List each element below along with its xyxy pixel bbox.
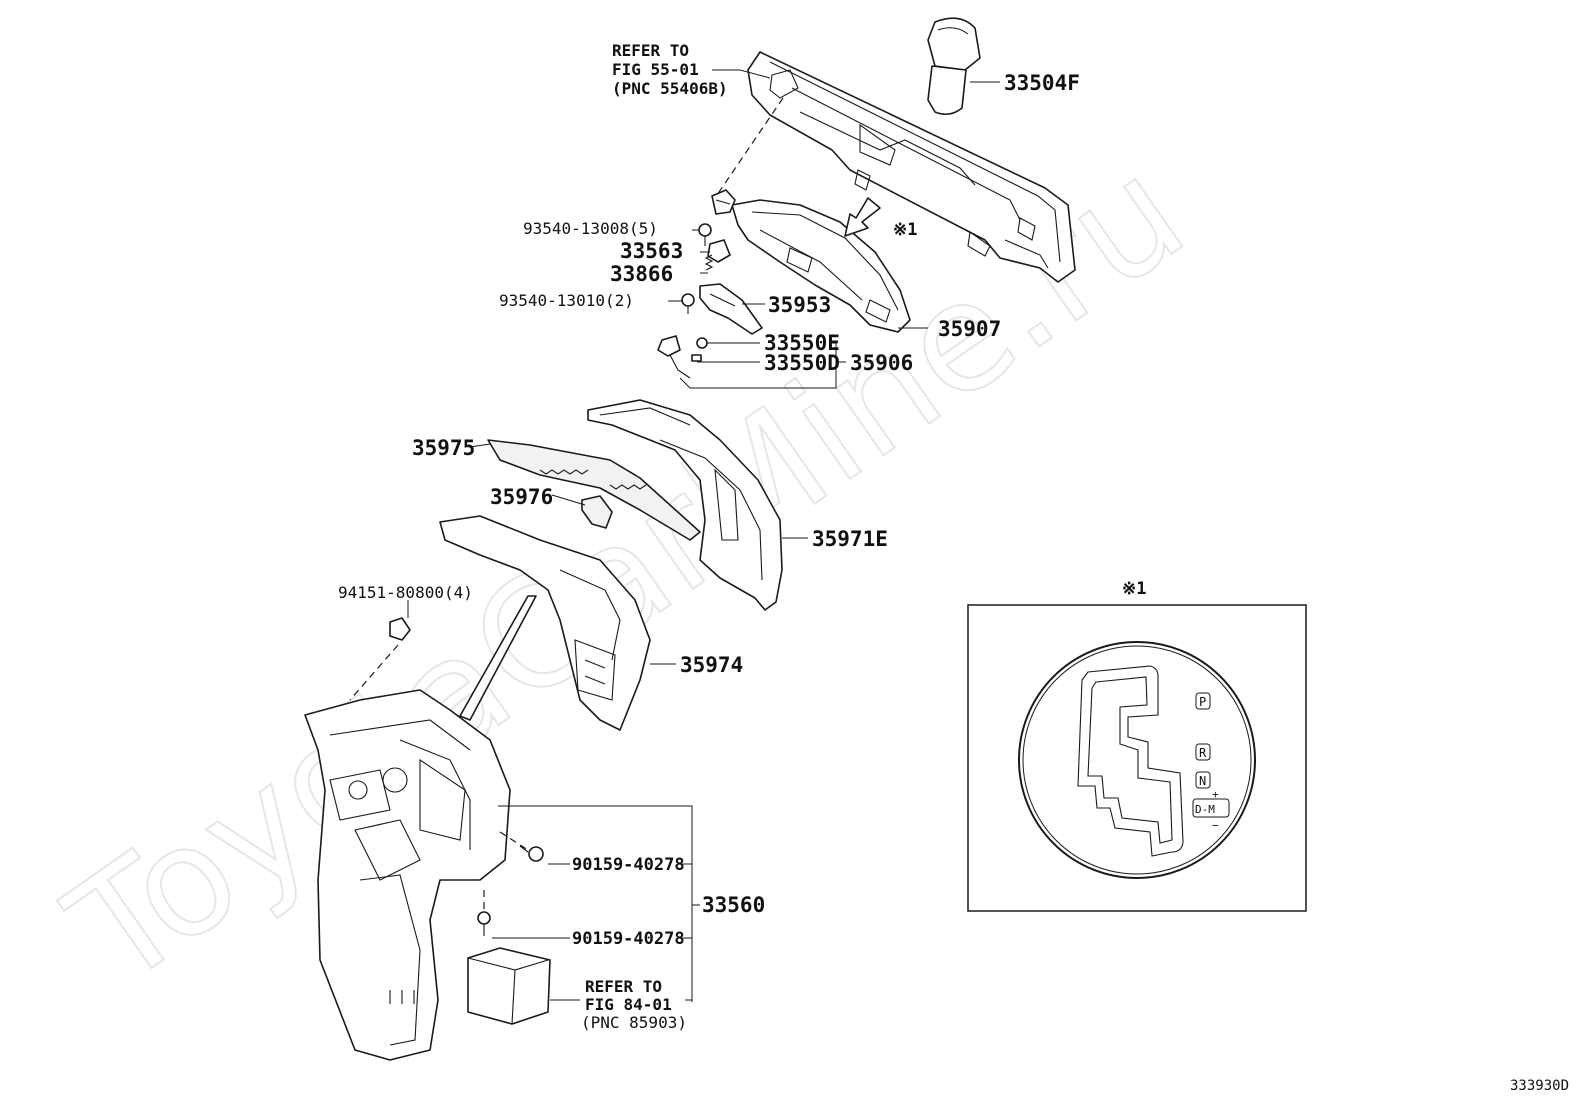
callout-35971E[interactable]: 35971E [812, 527, 888, 551]
shift-lever-rod[interactable] [459, 595, 537, 721]
leader-lines [407, 69, 1000, 1002]
callout-93540-13010[interactable]: 93540-13010(2) [499, 291, 634, 310]
callout-35974[interactable]: 35974 [680, 653, 743, 677]
refer-top-line2: FIG 55-01 [612, 60, 699, 79]
callout-33866[interactable]: 33866 [610, 262, 673, 286]
refer-bottom-line1: REFER TO [585, 977, 662, 996]
callout-33504F[interactable]: 33504F [1004, 71, 1080, 95]
screw-90159-40278-upper-part[interactable] [519, 845, 544, 862]
callout-33560[interactable]: 33560 [702, 893, 765, 917]
shift-indicator-housing[interactable] [731, 199, 911, 333]
gate-outer [1077, 665, 1184, 857]
callout-35975[interactable]: 35975 [412, 436, 475, 460]
callout-35906[interactable]: 35906 [850, 351, 913, 375]
note-ref-mark: ※1 [893, 220, 917, 240]
shift-control-module[interactable] [467, 947, 551, 1025]
refer-bottom-line2: FIG 84-01 [585, 995, 672, 1014]
callout-35953[interactable]: 35953 [768, 293, 831, 317]
view-arrow [844, 197, 881, 237]
clip-bracket[interactable] [711, 189, 736, 215]
pos-box-p [1195, 692, 1211, 710]
pos-r: R [1199, 746, 1207, 760]
pos-box-n [1195, 771, 1211, 789]
pos-box-dm [1192, 798, 1230, 818]
part-33563-shape[interactable] [707, 239, 731, 263]
callout-94151-80800[interactable]: 94151-80800(4) [338, 583, 473, 602]
refer-top-line1: REFER TO [612, 41, 689, 60]
callout-35907[interactable]: 35907 [938, 317, 1001, 341]
callout-93540-13008[interactable]: 93540-13008(5) [523, 219, 658, 238]
plus-mark: + [1212, 788, 1219, 801]
screw-90159-40278-lower-part[interactable] [477, 911, 491, 936]
bezel-35975[interactable] [487, 439, 701, 541]
pos-dm: D-M [1195, 803, 1215, 816]
pos-box-r [1195, 743, 1211, 761]
gasket-35976[interactable] [581, 495, 613, 529]
lever-35953[interactable] [699, 283, 763, 335]
callout-33550D[interactable]: 33550D [764, 351, 840, 375]
minus-mark: − [1212, 819, 1219, 832]
pos-p: P [1199, 695, 1206, 709]
spring-33866[interactable] [704, 254, 714, 271]
shift-lever-assembly[interactable] [304, 689, 511, 1061]
inset-title: ※1 [1122, 579, 1146, 599]
bracket-35974[interactable] [439, 515, 651, 731]
callout-90159-40278-lower[interactable]: 90159-40278 [572, 929, 685, 949]
nut-94151-80800-part[interactable] [389, 617, 411, 641]
callout-33550E[interactable]: 33550E [764, 331, 840, 355]
console-upper-panel[interactable] [747, 51, 1076, 283]
refer-top-line3: (PNC 55406B) [612, 79, 728, 98]
screw-93540-13010-part[interactable] [681, 293, 695, 314]
screw-93540-13008-part[interactable] [698, 223, 712, 246]
pos-n: N [1199, 774, 1206, 788]
refer-bottom-line3: (PNC 85903) [581, 1013, 687, 1032]
callout-33563[interactable]: 33563 [620, 239, 683, 263]
inset-shift-pattern: ※1 P R N D-M + − [967, 579, 1307, 912]
figure-code: 333930D [1510, 1078, 1569, 1094]
callout-35976[interactable]: 35976 [490, 485, 553, 509]
panel-35971E[interactable] [587, 399, 783, 611]
bulb-socket-35906[interactable] [657, 335, 708, 379]
callout-90159-40278-upper[interactable]: 90159-40278 [572, 855, 685, 875]
gate-inner [1087, 676, 1173, 844]
shift-knob[interactable] [927, 17, 981, 116]
